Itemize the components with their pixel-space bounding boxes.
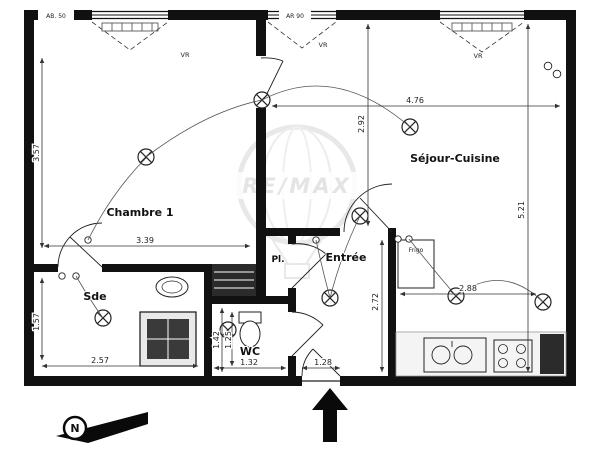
wall-bottom-right <box>340 376 576 386</box>
north-arrow: N <box>56 412 148 443</box>
dim-entree-height: 2.72 <box>371 293 380 311</box>
dimension-lines <box>39 24 560 372</box>
interior-walls <box>24 20 396 376</box>
room-label-sde: Sde <box>83 290 106 303</box>
wall-chambre-upper <box>256 20 266 56</box>
switch-symbol <box>543 61 553 71</box>
dim-chambre-width: 3.39 <box>136 236 154 245</box>
room-label-entree: Entrée <box>326 251 367 264</box>
dim-chambre-height: 3.57 <box>32 144 41 162</box>
dim-sde-width: 2.57 <box>91 356 109 365</box>
room-labels: Chambre 1 Séjour-Cuisine Sde WC Pl. Entr… <box>82 151 501 359</box>
wall-entree-top <box>256 228 340 236</box>
wiring-arcs <box>75 85 544 319</box>
radiator-1 <box>101 22 159 32</box>
north-label: N <box>70 422 79 435</box>
switch-symbol <box>552 69 562 79</box>
wall-entree-cuisine <box>388 228 396 376</box>
dim-wc-depth: 1.42 <box>212 331 221 349</box>
dimension-labels: 3.57 3.39 2.57 1.57 1.42 1.25 1.32 1.28 … <box>31 95 528 369</box>
wall-right <box>566 10 576 386</box>
wardrobe <box>212 264 256 296</box>
wall-bottom-left <box>24 376 302 386</box>
dim-sde-height: 1.57 <box>32 313 41 331</box>
wall-chambre-lower <box>256 108 266 296</box>
sde-sink <box>155 276 189 298</box>
door-sde <box>57 222 103 268</box>
annotation-ar90: AR 90 <box>286 13 304 20</box>
window-1 <box>91 10 169 51</box>
room-label-chambre: Chambre 1 <box>106 206 173 219</box>
dim-sejour-left-height: 2.92 <box>357 115 366 133</box>
entrance-arrow <box>312 388 348 442</box>
wall-sde-top-b <box>102 264 212 272</box>
top-annotations: AB. 50 AR 90 VR VR VR <box>38 10 483 60</box>
stove <box>493 339 533 373</box>
switch-symbol <box>58 272 66 280</box>
door-wc <box>291 311 324 357</box>
annotation-vr-1: VR <box>181 51 190 59</box>
kitchen-counter <box>395 331 567 377</box>
shower <box>139 311 197 367</box>
switch-symbols <box>58 61 562 280</box>
dim-sejour-right-height: 5.21 <box>517 201 526 219</box>
wall-wc-top <box>212 296 296 304</box>
room-label-placard: Pl. <box>271 255 284 265</box>
wall-sde-top-a <box>24 264 58 272</box>
kitchen-tall-unit <box>540 334 564 374</box>
dim-wc-width: 1.32 <box>240 358 258 367</box>
switch-symbol <box>394 235 402 243</box>
toilet <box>238 311 262 348</box>
wall-left <box>24 10 34 386</box>
annotation-vr-3: VR <box>474 52 483 60</box>
wall-sde-wc <box>204 264 212 376</box>
room-label-sejour: Séjour-Cuisine <box>410 152 500 165</box>
dim-wc-inner-depth: 1.25 <box>224 331 233 349</box>
door-sejour <box>343 183 393 233</box>
dim-cuisine-width: 2.88 <box>459 284 477 293</box>
kitchen-sink <box>423 337 487 373</box>
wall-e-seg3 <box>288 356 296 376</box>
annotation-ar50: AB. 50 <box>46 13 66 20</box>
window-3 <box>439 10 525 53</box>
wall-e-seg1 <box>288 236 296 244</box>
radiator-2 <box>451 22 513 32</box>
room-label-wc: WC <box>240 345 260 358</box>
annotation-vr-2: VR <box>319 41 328 49</box>
wall-e-seg2 <box>288 288 296 312</box>
door-entrance <box>301 348 341 382</box>
fridge-label: Frigo <box>409 247 424 254</box>
dim-entrance-width: 1.28 <box>314 358 332 367</box>
dim-sejour-width: 4.76 <box>406 96 424 105</box>
